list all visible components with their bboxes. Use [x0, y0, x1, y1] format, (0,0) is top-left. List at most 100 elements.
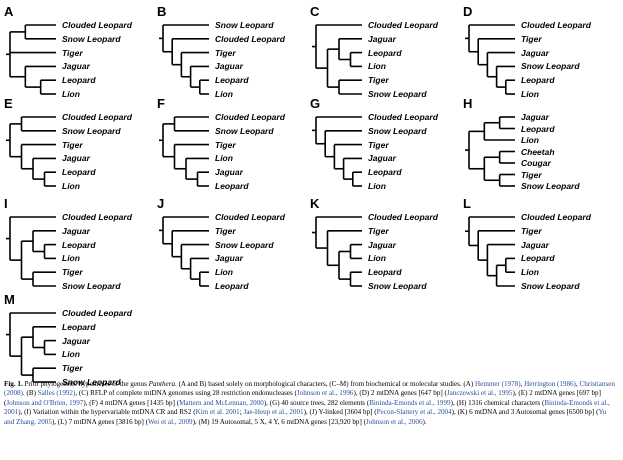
taxon-jaguar: Jaguar	[62, 225, 90, 236]
panel-label: H	[463, 96, 473, 111]
citation-link[interactable]: Wei et al., 2009	[148, 417, 193, 426]
taxon-leopard: Leopard	[521, 253, 555, 264]
taxon-clouded-leopard: Clouded Leopard	[62, 112, 132, 122]
taxon-snow-leopard: Snow Leopard	[368, 89, 427, 99]
taxon-jaguar: Jaguar	[215, 167, 243, 178]
taxon-jaguar: Jaguar	[521, 239, 549, 250]
taxon-lion: Lion	[62, 349, 80, 360]
citation-link[interactable]: Jae-Heup et al., 2001	[243, 408, 304, 417]
taxon-clouded-leopard: Clouded Leopard	[368, 212, 438, 222]
caption-segment: ), (L) 7 mtDNA genes [3816 bp] (	[51, 417, 149, 426]
citation-link[interactable]: Mattern and McLennan, 2000	[179, 398, 264, 407]
taxon-leopard: Leopard	[215, 181, 249, 191]
taxon-tiger: Tiger	[215, 225, 236, 236]
taxon-leopard: Leopard	[368, 267, 402, 278]
taxon-snow-leopard: Snow Leopard	[62, 377, 121, 387]
taxon-tiger: Tiger	[521, 169, 542, 180]
citation-link[interactable]: Bininda-Emonds et al., 1999	[369, 398, 451, 407]
caption-segment: ,	[520, 380, 525, 388]
taxon-tiger: Tiger	[62, 47, 83, 58]
caption-segment: ;	[239, 408, 244, 417]
citation-link[interactable]: Bininda-Emonds et al., 2001	[4, 398, 610, 417]
taxon-snow-leopard: Snow Leopard	[62, 33, 121, 44]
taxon-leopard: Leopard	[62, 167, 96, 178]
taxon-lion: Lion	[62, 89, 80, 99]
panel-label: K	[310, 196, 320, 211]
taxon-tiger: Tiger	[521, 33, 542, 44]
taxon-leopard: Leopard	[62, 321, 96, 332]
caption-label: Fig. 1.	[4, 380, 23, 388]
panel-label: M	[4, 292, 15, 307]
tree-diagram	[159, 216, 209, 287]
citation-link[interactable]: Pecon-Slattery et al., 2004	[376, 408, 452, 417]
taxon-clouded-leopard: Clouded Leopard	[521, 20, 591, 30]
tree-diagram	[6, 312, 56, 383]
taxon-lion: Lion	[521, 267, 539, 278]
citation-link[interactable]: Hemmer (1978)	[475, 380, 521, 388]
taxon-snow-leopard: Snow Leopard	[62, 281, 121, 291]
taxon-cougar: Cougar	[521, 158, 551, 168]
caption-segment: ), (D) 2 mtDNA genes [647 bp] (	[353, 389, 447, 398]
caption-text: Prior phylogenetic hypotheses of the gen…	[4, 380, 615, 426]
taxon-snow-leopard: Snow Leopard	[62, 125, 121, 136]
caption-segment: ), (E) 2 mtDNA genes [697 bp] (	[4, 389, 601, 407]
taxon-jaguar: Jaguar	[215, 253, 243, 264]
taxon-snow-leopard: Snow Leopard	[521, 281, 580, 291]
citation-link[interactable]: Yu and Zhang, 2005	[4, 408, 607, 426]
taxon-jaguar: Jaguar	[368, 239, 396, 250]
taxon-tiger: Tiger	[215, 47, 236, 58]
tree-diagram	[159, 24, 209, 95]
tree-diagram	[465, 116, 515, 187]
citation-link[interactable]: Johnson et al., 2006	[365, 417, 423, 426]
citation-link[interactable]: Johnson et al., 1996	[296, 389, 354, 398]
caption-segment: ), (G) 40 source trees, 282 elements (	[263, 398, 370, 407]
taxon-leopard: Leopard	[368, 167, 402, 178]
caption-segment: ), (M) 19 Autosomal, 5 X, 4 Y, 6 mtDNA g…	[192, 417, 366, 426]
taxon-snow-leopard: Snow Leopard	[215, 125, 274, 136]
tree-diagram	[6, 24, 56, 95]
citation-link[interactable]: Salles (1992)	[37, 389, 76, 398]
tree-diagram	[6, 216, 56, 287]
taxon-lion: Lion	[62, 181, 80, 191]
taxon-snow-leopard: Snow Leopard	[521, 61, 580, 72]
taxon-cheetah: Cheetah	[521, 146, 555, 157]
taxon-tiger: Tiger	[368, 75, 389, 86]
taxon-leopard: Leopard	[62, 239, 96, 250]
taxon-lion: Lion	[368, 253, 386, 264]
taxon-lion: Lion	[368, 61, 386, 72]
figure-caption: Fig. 1. Prior phylogenetic hypotheses of…	[4, 380, 616, 427]
taxon-tiger: Tiger	[368, 225, 389, 236]
panel-label: F	[157, 96, 165, 111]
caption-segment: ), (I) Variation within the hypervariabl…	[18, 408, 196, 417]
tree-diagram	[159, 116, 209, 187]
taxon-leopard: Leopard	[521, 123, 555, 134]
taxon-leopard: Leopard	[215, 281, 249, 291]
citation-link[interactable]: Herrington (1986)	[524, 380, 576, 388]
caption-segment: ), (J) Y-linked [3604 bp] (	[303, 408, 377, 417]
panel-label: I	[4, 196, 8, 211]
citation-link[interactable]: Kim et al. 2001	[195, 408, 240, 417]
taxon-leopard: Leopard	[215, 75, 249, 86]
taxon-lion: Lion	[215, 267, 233, 278]
taxon-lion: Lion	[368, 181, 386, 191]
caption-segment: . (B)	[22, 389, 38, 398]
taxon-jaguar: Jaguar	[368, 153, 396, 164]
citation-link[interactable]: Christiansen (2008)	[4, 380, 615, 398]
taxon-clouded-leopard: Clouded Leopard	[62, 308, 132, 318]
panel-label: L	[463, 196, 471, 211]
caption-segment: ), (K) 6 mtDNA and 3 Autosomal genes [65…	[451, 408, 599, 417]
citation-link[interactable]: Janczewski et al., 1995	[446, 389, 513, 398]
taxon-tiger: Tiger	[62, 267, 83, 278]
caption-segment: ), (H) 1316 chemical characters (	[450, 398, 545, 407]
taxon-tiger: Tiger	[368, 139, 389, 150]
taxon-jaguar: Jaguar	[521, 112, 549, 122]
citation-link[interactable]: Johnson and O'Brien, 1997	[6, 398, 84, 407]
caption-segment: , (C) RFLP of complete mtDNA genomes usi…	[75, 389, 297, 398]
taxon-snow-leopard: Snow Leopard	[521, 181, 580, 191]
panel-label: G	[310, 96, 321, 111]
